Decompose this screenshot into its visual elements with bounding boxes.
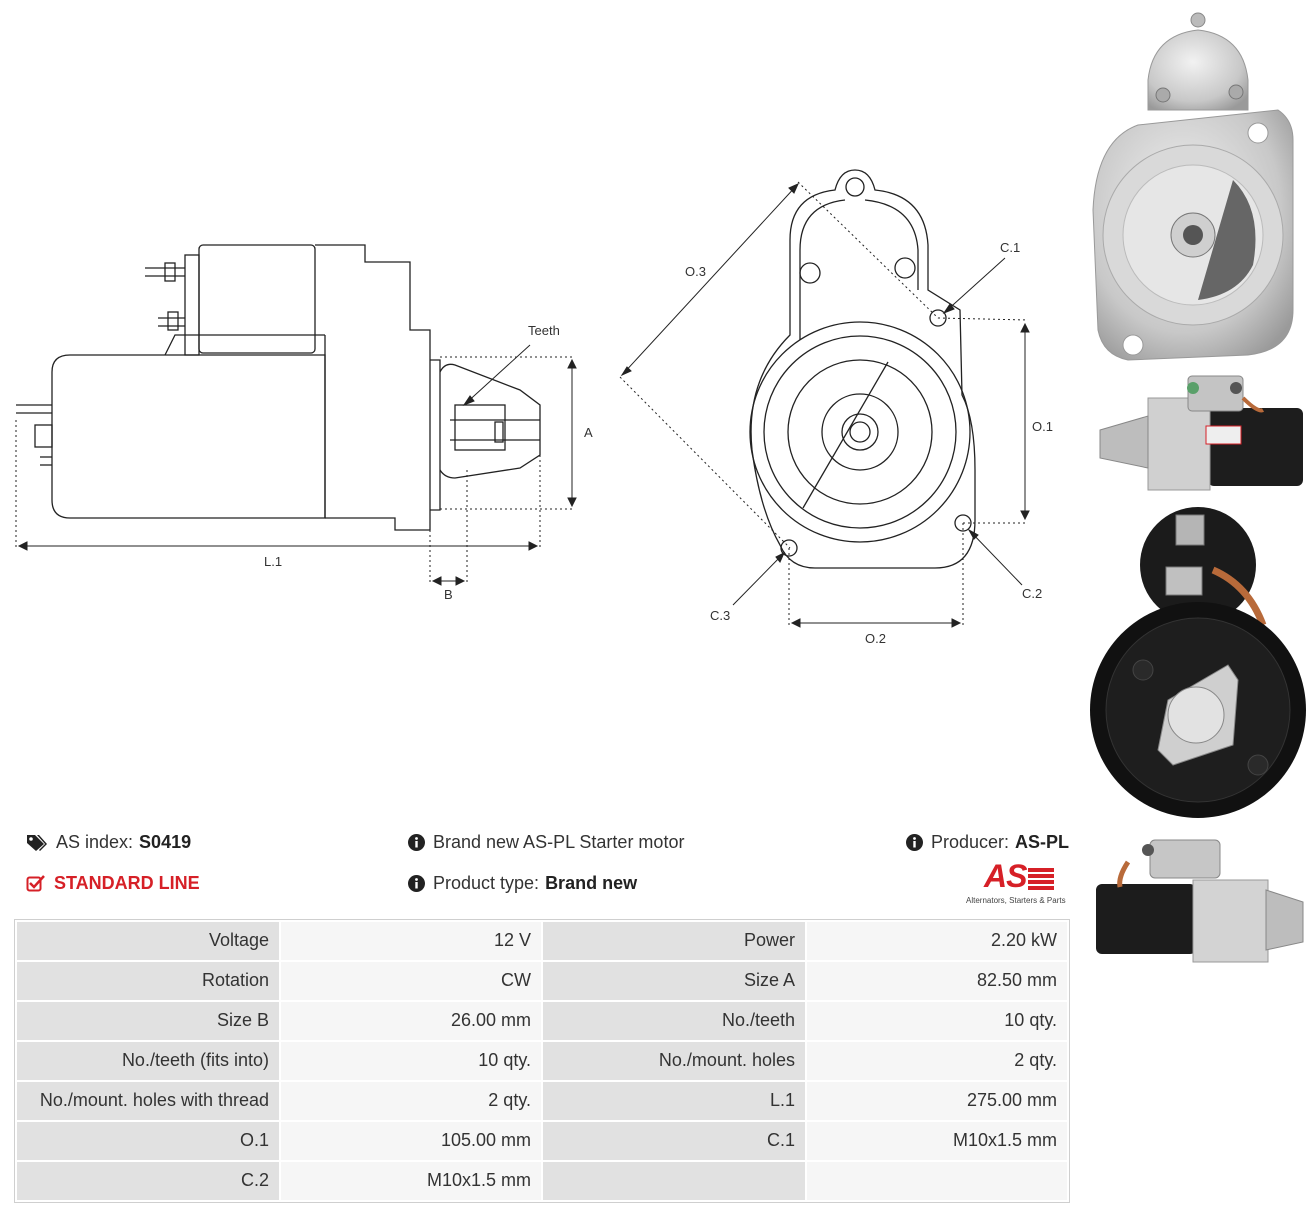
spec-value-cell: 2 qty. [805,1040,1069,1082]
logo-text: AS [984,858,1027,894]
spec-key-cell: No./mount. holes [541,1040,807,1082]
spec-value-cell: M10x1.5 mm [279,1160,543,1202]
spec-value-cell: 82.50 mm [805,960,1069,1002]
label-o3: O.3 [685,264,706,279]
product-type-label: Product type: [433,873,540,893]
standard-line-label: STANDARD LINE [54,873,200,893]
spec-value-cell: 26.00 mm [279,1000,543,1042]
label-teeth: Teeth [528,323,560,338]
logo-tagline: Alternators, Starters & Parts [966,896,1066,905]
description-text: Brand new AS-PL Starter motor [433,832,685,852]
label-a: A [584,425,593,440]
spec-key-cell: Power [541,920,807,962]
as-index-value: S0419 [139,832,192,852]
spec-key-cell: C.1 [541,1120,807,1162]
logo-stripes [1028,868,1054,890]
spec-key-cell: O.1 [15,1120,281,1162]
product-photo-rear [1090,507,1306,818]
spec-value-cell: 10 qty. [805,1000,1069,1042]
info-circle-icon [408,875,425,892]
as-pl-logo: AS Alternators, Starters & Parts [960,858,1068,908]
as-index: AS index: S0419 [26,832,191,853]
front-view-drawing: O.3 C.1 O.1 C.2 C.3 O.2 [619,169,1053,646]
spec-value-cell: 105.00 mm [279,1120,543,1162]
spec-key-cell: L.1 [541,1080,807,1122]
tags-icon [26,834,48,852]
label-l1: L.1 [264,554,282,569]
producer: Producer: AS-PL [906,832,1069,853]
label-b: B [444,587,453,602]
producer-label: Producer: [931,832,1010,852]
spec-key-cell: No./mount. holes with thread [15,1080,281,1122]
spec-key-cell: Size B [15,1000,281,1042]
info-circle-icon [408,834,425,851]
description: Brand new AS-PL Starter motor [408,832,684,853]
spec-key-cell [541,1160,807,1202]
table-row: No./teeth (fits into)10 qty.No./mount. h… [15,1040,1069,1082]
spec-key-cell: Voltage [15,920,281,962]
label-c3: C.3 [710,608,730,623]
standard-line: STANDARD LINE [26,873,200,894]
label-o1: O.1 [1032,419,1053,434]
product-photo-side-bottom [1096,839,1304,963]
label-o2: O.2 [865,631,886,646]
spec-value-cell [805,1160,1069,1202]
as-index-label: AS index: [56,832,134,852]
spec-key-cell: No./teeth (fits into) [15,1040,281,1082]
spec-key-cell: Size A [541,960,807,1002]
spec-value-cell: 2.20 kW [805,920,1069,962]
spec-key-cell: No./teeth [541,1000,807,1042]
product-type: Product type: Brand new [408,873,637,894]
spec-value-cell: 12 V [279,920,543,962]
spec-value-cell: CW [279,960,543,1002]
check-square-icon [26,874,46,893]
spec-value-cell: 2 qty. [279,1080,543,1122]
product-photo-side-top [1099,375,1303,491]
spec-key-cell: Rotation [15,960,281,1002]
label-c2: C.2 [1022,586,1042,601]
spec-value-cell: 275.00 mm [805,1080,1069,1122]
product-photo-front [1092,12,1294,361]
spec-key-cell: C.2 [15,1160,281,1202]
spec-value-cell: 10 qty. [279,1040,543,1082]
info-circle-icon [906,834,923,851]
product-type-value: Brand new [545,873,638,893]
label-c1: C.1 [1000,240,1020,255]
producer-value: AS-PL [1015,832,1070,852]
spec-value-cell: M10x1.5 mm [805,1120,1069,1162]
side-view-drawing: Teeth A L.1 B [15,244,593,602]
